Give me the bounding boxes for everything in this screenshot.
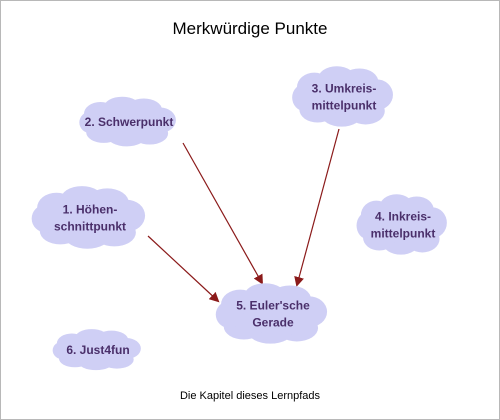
node-label-line: 2. Schwerpunkt	[85, 115, 174, 129]
diagram-caption: Die Kapitel dieses Lernpfads	[179, 390, 321, 402]
page-title: Merkwürdige Punkte	[172, 19, 328, 38]
arrow-umkreis-to-euler	[294, 128, 340, 287]
cloud-puff	[356, 212, 379, 239]
node-label-line: 5. Euler'sche	[236, 299, 310, 313]
node-label-line: mittelpunkt	[312, 99, 377, 113]
nodes-layer: 2. Schwerpunkt 3. Umkreis-mittelpunkt 1. H…	[31, 66, 447, 371]
node-label-line: 6. Just4fun	[66, 343, 129, 357]
node-inkreis[interactable]: 4. Inkreis-mittelpunkt	[356, 194, 447, 255]
node-label-inkreis: 4. Inkreis-mittelpunkt	[371, 210, 436, 241]
arrow-hoehen-to-euler	[147, 235, 220, 303]
node-label-umkreis: 3. Umkreis-mittelpunkt	[312, 82, 377, 113]
cloud-puff	[292, 84, 318, 111]
node-label-hoehen: 1. Höhen-schnittpunkt	[54, 203, 126, 234]
edges-layer	[147, 128, 340, 303]
cloud-puff	[215, 301, 244, 328]
cloud-puff	[52, 341, 75, 360]
cloud-puff	[31, 204, 60, 233]
node-label-line: Gerade	[252, 316, 294, 330]
node-label-schwerpunkt: 2. Schwerpunkt	[85, 115, 174, 129]
node-label-line: 3. Umkreis-	[312, 82, 377, 96]
node-umkreis[interactable]: 3. Umkreis-mittelpunkt	[292, 66, 393, 127]
node-label-line: 1. Höhen-	[63, 203, 118, 217]
cloud-puff	[79, 111, 104, 134]
node-hoehen[interactable]: 1. Höhen-schnittpunkt	[31, 186, 146, 249]
arrow-schwerpunkt-to-euler	[182, 142, 263, 285]
node-schwerpunkt[interactable]: 2. Schwerpunkt	[79, 96, 176, 147]
node-just4fun[interactable]: 6. Just4fun	[52, 329, 141, 371]
node-label-line: schnittpunkt	[54, 220, 126, 234]
node-label-line: 4. Inkreis-	[375, 210, 431, 224]
node-label-just4fun: 6. Just4fun	[66, 343, 129, 357]
node-label-line: mittelpunkt	[371, 227, 436, 241]
